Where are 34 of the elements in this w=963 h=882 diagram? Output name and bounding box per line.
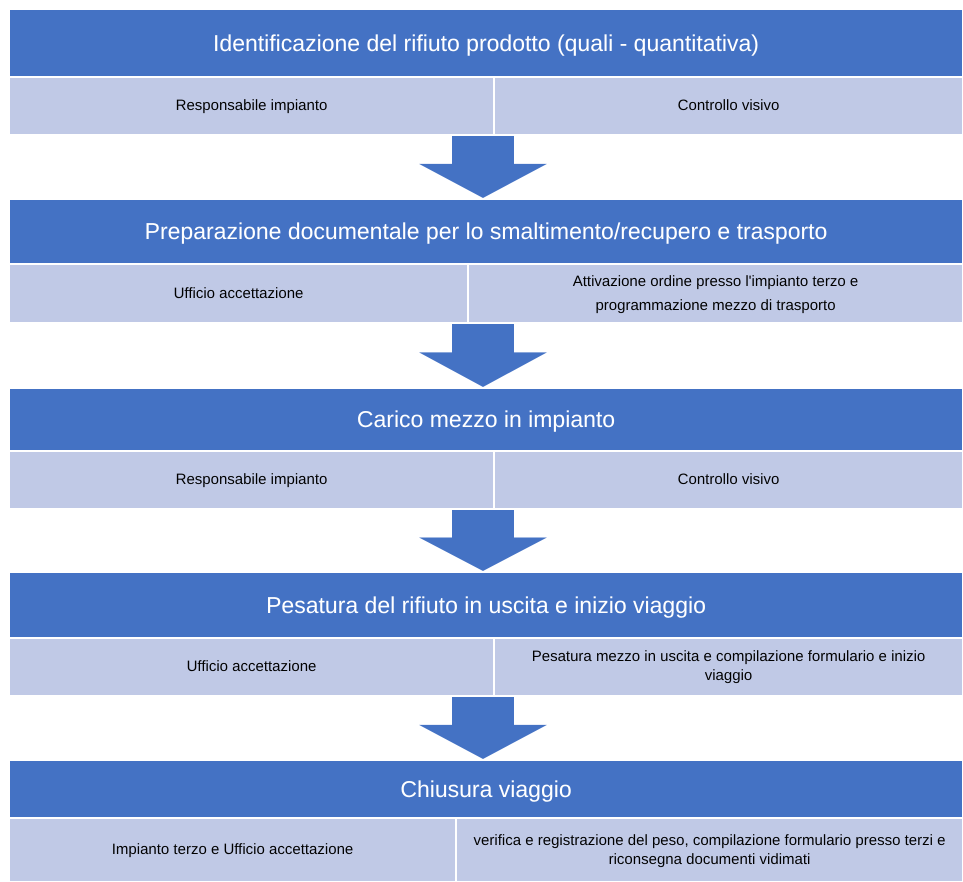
step-header-band	[10, 389, 962, 450]
cell-text: Impianto terzo e Ufficio accettazione	[112, 840, 354, 860]
cell-text: Pesatura mezzo in uscita e compilazione formulario e inizio viaggio	[530, 648, 926, 686]
step-header-band	[10, 761, 962, 817]
block-arrow	[419, 324, 547, 387]
detail-cell	[457, 819, 962, 881]
step-title: Preparazione documentale per lo smaltimento/recupero e trasporto	[144, 218, 828, 245]
detail-cell	[10, 452, 493, 508]
block-arrow	[419, 136, 547, 198]
cell-text: Ufficio accettazione	[174, 284, 304, 304]
detail-cell	[10, 639, 493, 695]
step-header-band	[10, 10, 962, 76]
detail-cell	[495, 639, 962, 695]
cell-text: Controllo visivo	[678, 470, 780, 490]
cell-text: Responsabile impianto	[176, 96, 328, 116]
cell-text: verifica e registrazione del peso, compilazione formulario presso terzi e riconsegna documenti vidimati	[472, 830, 946, 870]
cell-text: Controllo visivo	[678, 96, 780, 116]
cell-text: Responsabile impianto	[176, 470, 328, 490]
detail-cell	[10, 78, 493, 134]
detail-cell	[469, 265, 962, 322]
block-arrow	[419, 697, 547, 759]
step-title: Chiusura viaggio	[400, 776, 572, 802]
detail-cell	[495, 78, 962, 134]
step-header-band	[10, 200, 962, 263]
step-title: Carico mezzo in impianto	[356, 406, 616, 433]
step-title: Identificazione del rifiuto prodotto (quali - quantitativa)	[213, 30, 759, 56]
block-arrow	[419, 510, 547, 571]
cell-text: Ufficio accettazione	[186, 657, 316, 677]
detail-cell	[10, 265, 467, 322]
step-header-band	[10, 573, 962, 637]
cell-text: Attivazione ordine presso l'impianto terzo e programmazione mezzo di trasporto	[572, 272, 860, 316]
detail-cell	[495, 452, 962, 508]
detail-cell	[10, 819, 455, 881]
step-title: Pesatura del rifiuto in uscita e inizio viaggio	[266, 592, 706, 618]
